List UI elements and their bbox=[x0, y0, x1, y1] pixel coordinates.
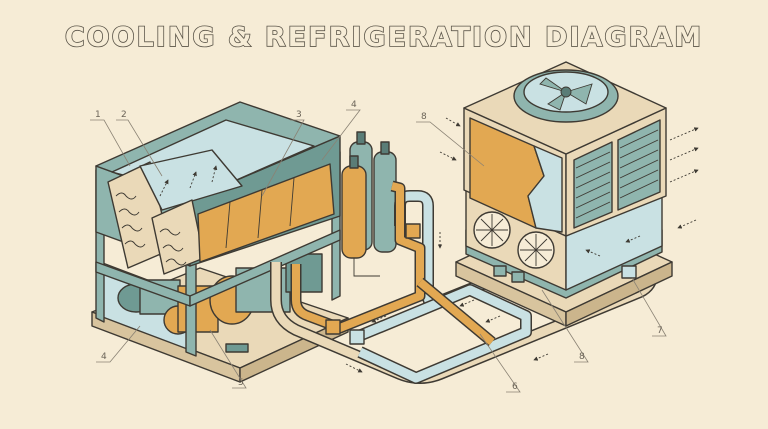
svg-text:5: 5 bbox=[238, 378, 244, 388]
svg-text:4: 4 bbox=[351, 100, 357, 110]
gas-cylinder-icon bbox=[342, 132, 396, 276]
svg-text:8: 8 bbox=[421, 112, 427, 122]
svg-text:7: 7 bbox=[657, 326, 663, 336]
svg-text:4: 4 bbox=[101, 352, 107, 362]
svg-text:1: 1 bbox=[95, 110, 101, 120]
svg-text:2: 2 bbox=[121, 110, 127, 120]
diagram-title: COOLING & REFRIGERATION DIAGRAM bbox=[65, 22, 703, 53]
svg-text:6: 6 bbox=[512, 382, 518, 392]
cooling-tower bbox=[456, 62, 672, 326]
svg-text:8: 8 bbox=[579, 352, 585, 362]
svg-text:3: 3 bbox=[296, 110, 302, 120]
